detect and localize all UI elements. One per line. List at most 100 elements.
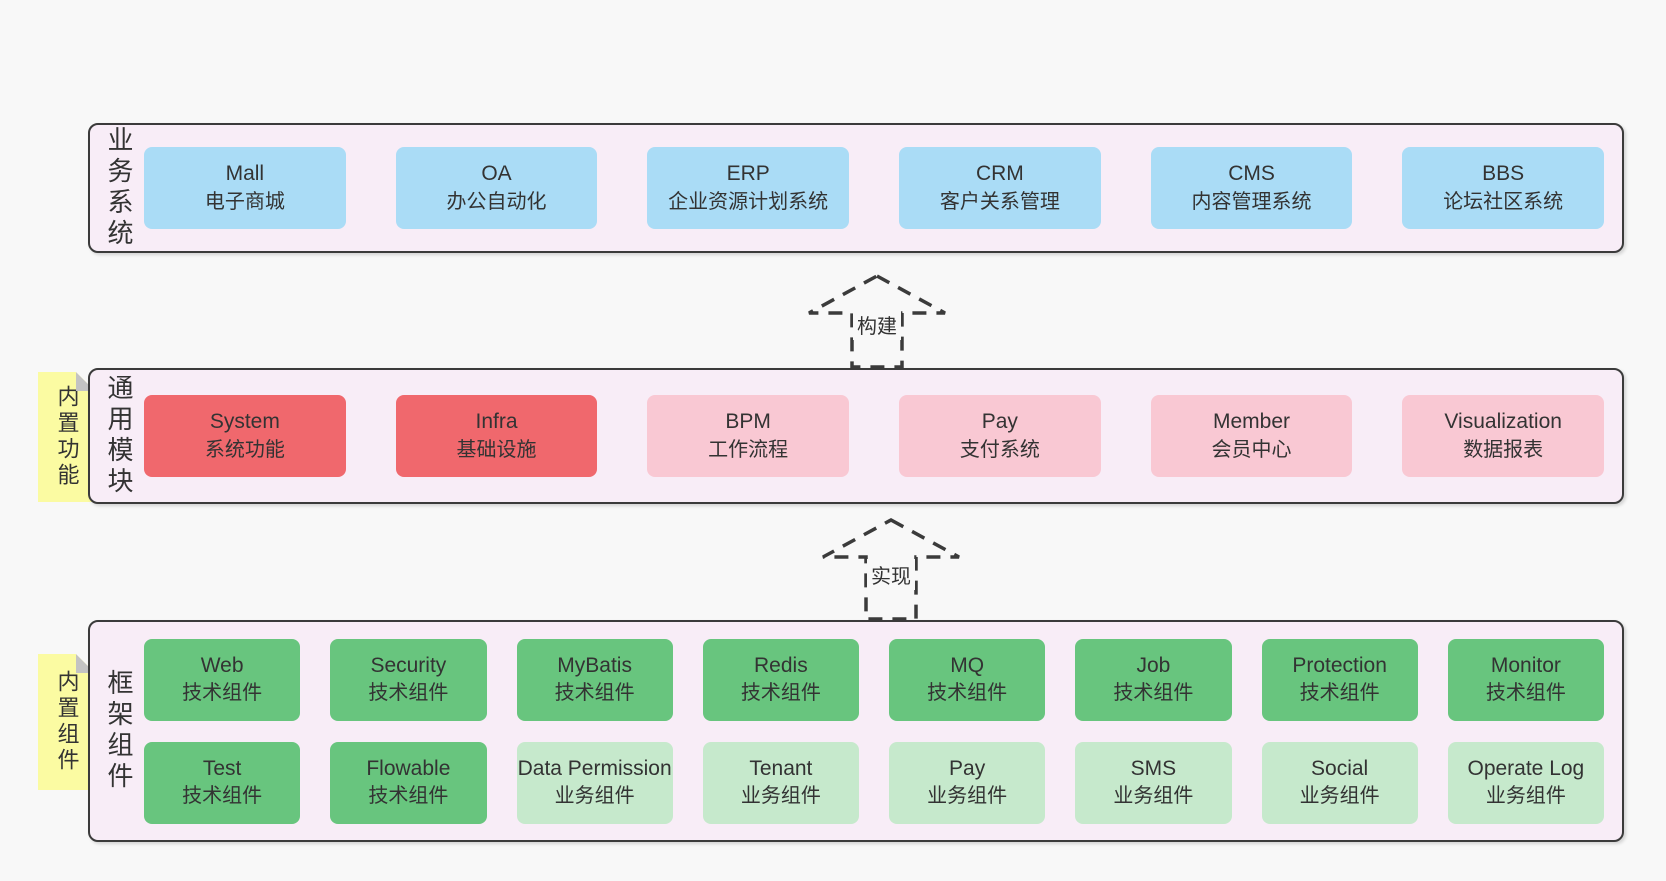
box-pay-module: Pay 支付系统 bbox=[899, 395, 1101, 477]
box-data-permission: Data Permission 业务组件 bbox=[516, 741, 673, 824]
box-name: Monitor bbox=[1490, 653, 1561, 677]
box-name: System bbox=[209, 410, 280, 434]
box-subtitle: 技术组件 bbox=[1299, 682, 1380, 705]
box-subtitle: 办公自动化 bbox=[446, 190, 547, 213]
box-subtitle: 技术组件 bbox=[740, 682, 821, 705]
business-systems-panel: 业务系统 Mall 电子商城 OA 办公自动化 ERP 企业资源计划系统 CRM… bbox=[88, 123, 1624, 253]
box-name: Protection bbox=[1292, 653, 1387, 677]
builtin-components-note: 内置组件 bbox=[38, 654, 95, 790]
common-modules-row: System 系统功能 Infra 基础设施 BPM 工作流程 Pay 支付系统… bbox=[144, 395, 1605, 477]
box-subtitle: 技术组件 bbox=[1113, 682, 1194, 705]
box-subtitle: 技术组件 bbox=[554, 682, 635, 705]
box-subtitle: 业务组件 bbox=[927, 785, 1008, 808]
box-subtitle: 基础设施 bbox=[456, 438, 537, 461]
box-subtitle: 业务组件 bbox=[1485, 785, 1566, 808]
business-systems-row: Mall 电子商城 OA 办公自动化 ERP 企业资源计划系统 CRM 客户关系… bbox=[144, 147, 1605, 229]
box-erp: ERP 企业资源计划系统 bbox=[647, 147, 850, 229]
box-name: CMS bbox=[1228, 162, 1275, 186]
box-redis: Redis 技术组件 bbox=[702, 638, 859, 721]
box-bpm: BPM 工作流程 bbox=[647, 395, 850, 477]
box-security: Security 技术组件 bbox=[330, 638, 487, 721]
build-arrow-label: 构建 bbox=[853, 309, 901, 340]
box-job: Job 技术组件 bbox=[1075, 638, 1232, 721]
box-name: Mall bbox=[225, 162, 265, 186]
box-flowable: Flowable 技术组件 bbox=[330, 741, 487, 824]
box-subtitle: 数据报表 bbox=[1463, 438, 1544, 461]
box-name: Tenant bbox=[749, 756, 813, 780]
box-operate-log: Operate Log 业务组件 bbox=[1447, 741, 1604, 824]
box-name: CRM bbox=[975, 162, 1024, 186]
box-bbs: BBS 论坛社区系统 bbox=[1402, 147, 1605, 229]
box-name: OA bbox=[481, 162, 512, 186]
box-name: Flowable bbox=[366, 756, 451, 780]
framework-components-label: 框架组件 bbox=[104, 669, 134, 793]
box-sms: SMS 业务组件 bbox=[1075, 741, 1232, 824]
box-subtitle: 业务组件 bbox=[554, 785, 635, 808]
box-subtitle: 系统功能 bbox=[204, 438, 285, 461]
box-subtitle: 支付系统 bbox=[959, 438, 1040, 461]
box-name: Visualization bbox=[1444, 410, 1562, 434]
box-name: SMS bbox=[1130, 756, 1177, 780]
box-subtitle: 技术组件 bbox=[182, 682, 263, 705]
box-name: Social bbox=[1311, 756, 1369, 780]
implement-arrow: 实现 bbox=[820, 517, 962, 621]
build-arrow: 构建 bbox=[806, 273, 948, 369]
box-monitor: Monitor 技术组件 bbox=[1447, 638, 1604, 721]
box-subtitle: 电子商城 bbox=[204, 190, 285, 213]
box-subtitle: 业务组件 bbox=[740, 785, 821, 808]
box-subtitle: 客户关系管理 bbox=[939, 190, 1060, 213]
components-row-1: Web 技术组件 Security 技术组件 MyBatis 技术组件 Redi… bbox=[144, 638, 1604, 721]
box-pay-component: Pay 业务组件 bbox=[889, 741, 1046, 824]
box-name: BBS bbox=[1482, 162, 1525, 186]
box-name: BPM bbox=[725, 410, 771, 434]
box-name: Job bbox=[1136, 653, 1171, 677]
box-mybatis: MyBatis 技术组件 bbox=[516, 638, 673, 721]
box-subtitle: 技术组件 bbox=[182, 785, 263, 808]
box-subtitle: 业务组件 bbox=[1299, 785, 1380, 808]
box-name: ERP bbox=[726, 162, 770, 186]
box-subtitle: 论坛社区系统 bbox=[1443, 190, 1564, 213]
box-subtitle: 会员中心 bbox=[1211, 438, 1292, 461]
box-name: Web bbox=[200, 653, 244, 677]
box-subtitle: 业务组件 bbox=[1113, 785, 1194, 808]
box-name: Operate Log bbox=[1467, 756, 1585, 780]
box-mall: Mall 电子商城 bbox=[144, 147, 346, 229]
box-name: Pay bbox=[949, 756, 986, 780]
box-subtitle: 技术组件 bbox=[368, 682, 449, 705]
box-protection: Protection 技术组件 bbox=[1261, 638, 1418, 721]
common-modules-label: 通用模块 bbox=[104, 374, 134, 498]
box-system: System 系统功能 bbox=[144, 395, 346, 477]
box-name: Security bbox=[370, 653, 447, 677]
box-name: Redis bbox=[754, 653, 808, 677]
box-infra: Infra 基础设施 bbox=[395, 395, 598, 477]
implement-arrow-label: 实现 bbox=[867, 559, 915, 590]
framework-components-panel: 框架组件 Web 技术组件 Security 技术组件 MyBatis 技术组件… bbox=[88, 620, 1624, 842]
box-visualization: Visualization 数据报表 bbox=[1402, 395, 1605, 477]
box-test: Test 技术组件 bbox=[144, 741, 301, 824]
business-systems-label: 业务系统 bbox=[104, 126, 134, 250]
box-name: Data Permission bbox=[517, 756, 672, 780]
box-crm: CRM 客户关系管理 bbox=[899, 147, 1101, 229]
box-name: Test bbox=[202, 756, 242, 780]
box-name: Infra bbox=[475, 410, 518, 434]
box-member: Member 会员中心 bbox=[1150, 395, 1353, 477]
box-subtitle: 工作流程 bbox=[708, 438, 789, 461]
framework-components-rows: Web 技术组件 Security 技术组件 MyBatis 技术组件 Redi… bbox=[144, 638, 1604, 824]
box-subtitle: 技术组件 bbox=[368, 785, 449, 808]
box-tenant: Tenant 业务组件 bbox=[702, 741, 859, 824]
builtin-features-note-label: 内置功能 bbox=[54, 385, 80, 489]
common-modules-panel: 通用模块 System 系统功能 Infra 基础设施 BPM 工作流程 Pay… bbox=[88, 368, 1624, 504]
box-oa: OA 办公自动化 bbox=[395, 147, 598, 229]
box-name: MyBatis bbox=[557, 653, 632, 677]
box-name: Member bbox=[1213, 410, 1291, 434]
box-name: MQ bbox=[950, 653, 985, 677]
builtin-components-note-label: 内置组件 bbox=[54, 670, 80, 774]
box-web: Web 技术组件 bbox=[144, 638, 301, 721]
box-mq: MQ 技术组件 bbox=[889, 638, 1046, 721]
components-row-2: Test 技术组件 Flowable 技术组件 Data Permission … bbox=[144, 741, 1604, 824]
box-cms: CMS 内容管理系统 bbox=[1150, 147, 1353, 229]
box-name: Pay bbox=[981, 410, 1018, 434]
box-subtitle: 技术组件 bbox=[927, 682, 1008, 705]
box-subtitle: 技术组件 bbox=[1485, 682, 1566, 705]
box-subtitle: 企业资源计划系统 bbox=[668, 190, 829, 213]
